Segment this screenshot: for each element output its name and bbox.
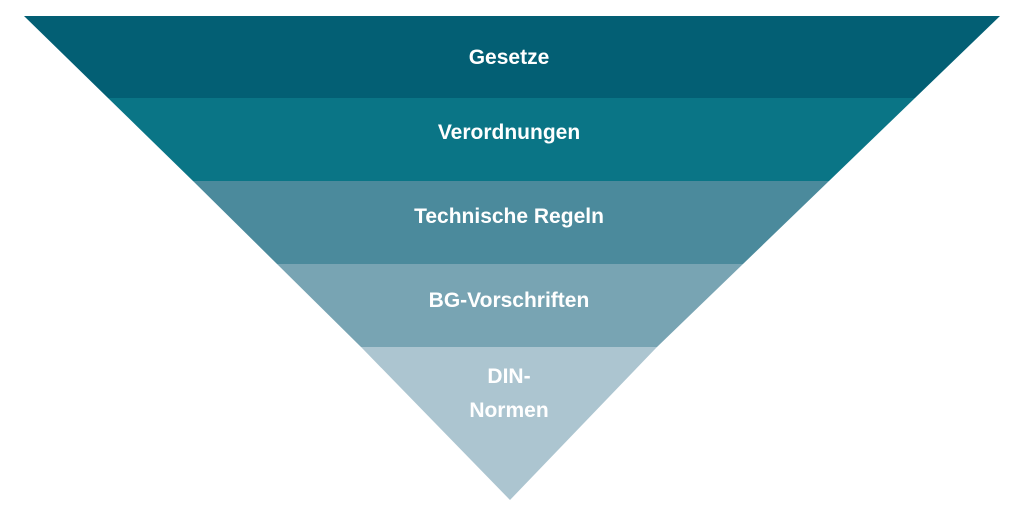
- pyramid-layer-verordnungen: Verordnungen: [108, 98, 915, 181]
- pyramid-layer-technische-regeln: Technische Regeln: [193, 181, 829, 264]
- pyramid-layer-gesetze-label: Gesetze: [469, 46, 550, 69]
- pyramid-layer-din-normen-shape: [361, 347, 657, 500]
- pyramid-layer-technische-regeln-label: Technische Regeln: [414, 205, 604, 228]
- pyramid-layer-verordnungen-label: Verordnungen: [438, 121, 580, 144]
- pyramid-layer-bg-vorschriften-shape: [277, 264, 743, 347]
- pyramid-layer-technische-regeln-shape: [193, 181, 829, 264]
- pyramid-layer-gesetze-shape: [24, 16, 1000, 98]
- pyramid-layer-din-normen-label-line1: DIN-: [487, 365, 530, 388]
- pyramid-layer-verordnungen-shape: [108, 98, 915, 181]
- pyramid-layer-din-normen: DIN- Normen: [361, 347, 657, 500]
- pyramid-layer-bg-vorschriften-label: BG-Vorschriften: [429, 289, 590, 312]
- pyramid-layer-bg-vorschriften: BG-Vorschriften: [277, 264, 743, 347]
- pyramid-layer-gesetze: Gesetze: [24, 16, 1000, 98]
- pyramid-layer-din-normen-label-line2: Normen: [469, 399, 548, 422]
